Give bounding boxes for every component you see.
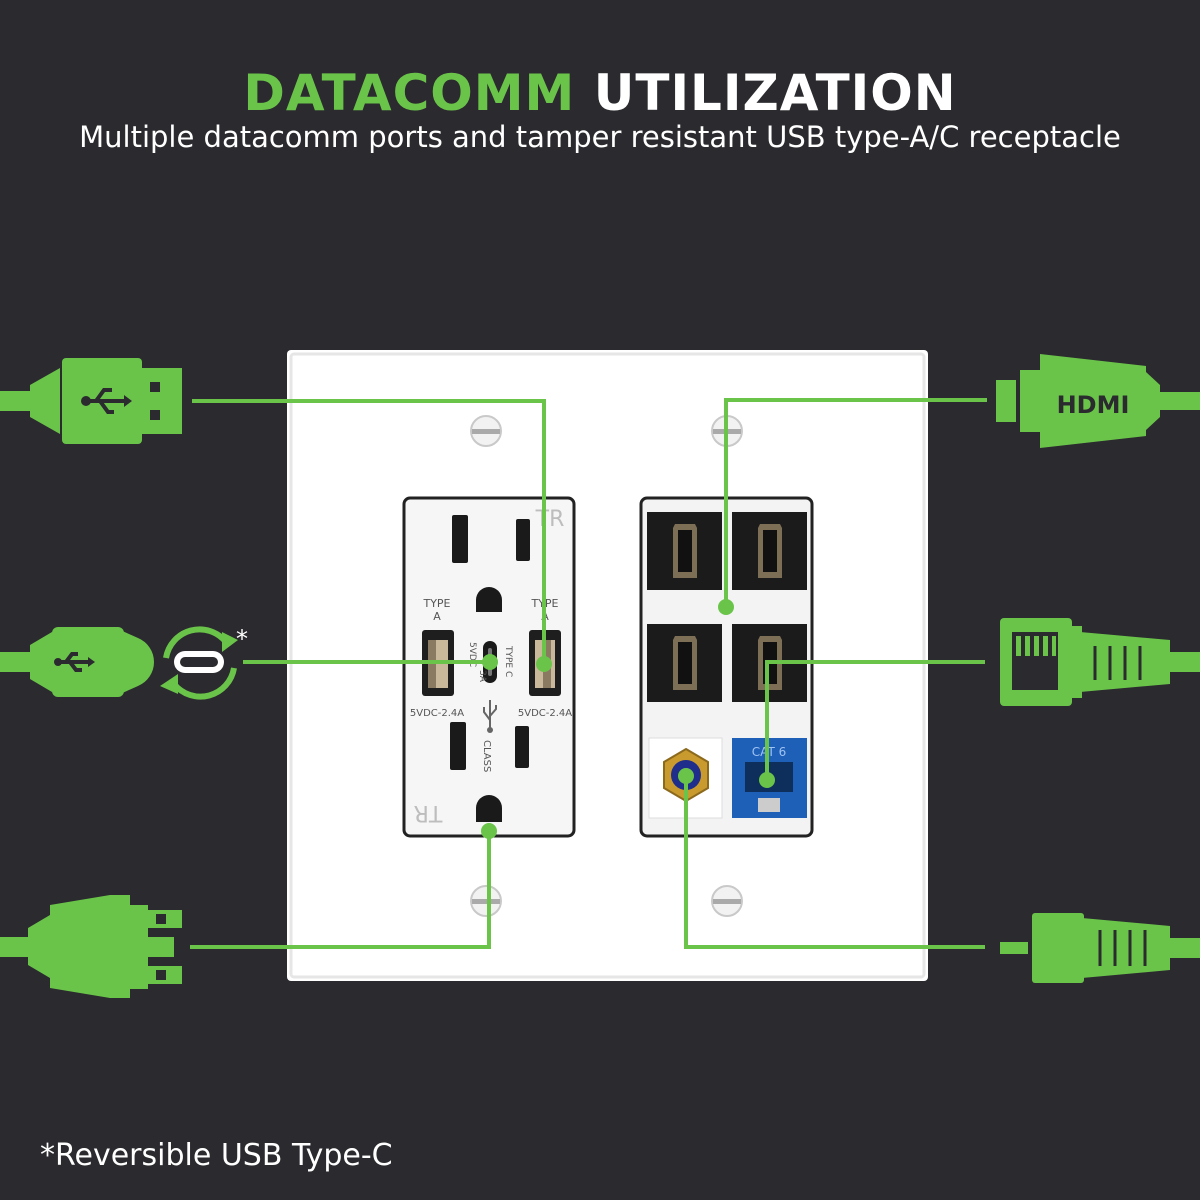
page-title: DATACOMM UTILIZATION [0,64,1200,122]
type-c-label: TYPE C [503,645,513,677]
usb-a-plug-icon [0,358,182,444]
footnote: *Reversible USB Type-C [40,1138,393,1173]
ground-hole [476,795,502,822]
usb-c-reversible-icon [160,626,238,700]
outlet-slot [516,519,530,561]
title-green: DATACOMM [243,64,576,122]
type-a-label-left: TYPE [422,597,450,610]
outlet-slot [515,726,529,768]
hdmi-text: HDMI [1057,391,1130,419]
screw-icon [470,885,502,917]
type-a-sub-left: A [433,610,441,623]
usb-c-cable-icon [0,627,155,697]
rj45-plug-icon [1000,618,1200,706]
connector-dots [481,599,775,839]
page-subtitle: Multiple datacomm ports and tamper resis… [79,120,1121,154]
rating-left: 5VDC-2.4A [410,708,464,719]
usb-symbol-icon [483,700,497,728]
screw-icon [470,415,502,447]
class-label: CLASS [481,740,492,772]
title-white: UTILIZATION [593,64,957,122]
hdmi-port [647,512,722,590]
coax-plug-icon [1000,913,1200,983]
tr-mark-top: TR [535,507,565,532]
tr-mark-bottom: TR [414,800,444,825]
ground-hole [476,587,502,612]
connector-lines [190,398,987,949]
wall-plate [287,350,928,981]
outlet-slot [450,722,466,770]
type-c-rating-2: 3A [477,670,487,683]
screw-icon [711,885,743,917]
asterisk-mark: * [236,625,248,653]
power-plug-icon [0,895,182,998]
hdmi-plug-icon: HDMI [996,354,1200,448]
rating-right: 5VDC-2.4A [518,708,572,719]
hdmi-port [732,512,807,590]
type-c-rating-1: 5VDC [467,642,477,667]
outlet-slot [452,515,468,563]
hdmi-port [647,624,722,702]
